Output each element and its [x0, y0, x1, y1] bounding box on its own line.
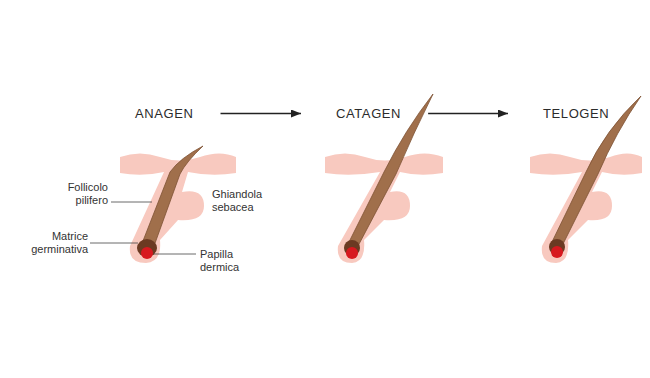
stage-title: TELOGEN: [540, 104, 612, 123]
stage-name: CATAGEN: [336, 106, 401, 121]
dermal-papilla: [551, 246, 563, 258]
part-label-box: Ghiandola sebacea: [212, 188, 282, 214]
stage-arrow: [221, 113, 301, 114]
part-label-box: Follicolo pilifero: [38, 181, 108, 207]
skin-follicle: [325, 154, 443, 264]
part-label: Follicolo pilifero: [68, 181, 108, 206]
leader-line: [111, 202, 152, 203]
dermal-papilla: [346, 247, 358, 259]
stage-arrow: [428, 113, 508, 114]
part-label: Ghiandola sebacea: [212, 188, 262, 213]
leader-line: [154, 254, 196, 255]
part-label: Papilla dermica: [200, 248, 239, 273]
stage-title: ANAGEN: [132, 104, 197, 123]
skin-follicle: [530, 154, 642, 264]
stage-name: TELOGEN: [543, 106, 609, 121]
stage-name: ANAGEN: [135, 106, 194, 121]
dermal-papilla: [141, 247, 153, 259]
part-label-box: Papilla dermica: [200, 248, 270, 274]
stage-title: CATAGEN: [333, 104, 404, 123]
leader-line: [90, 243, 138, 244]
part-label-box: Matrice germinativa: [14, 230, 88, 256]
hair-shaft: [141, 146, 203, 246]
part-label: Matrice germinativa: [31, 230, 88, 255]
